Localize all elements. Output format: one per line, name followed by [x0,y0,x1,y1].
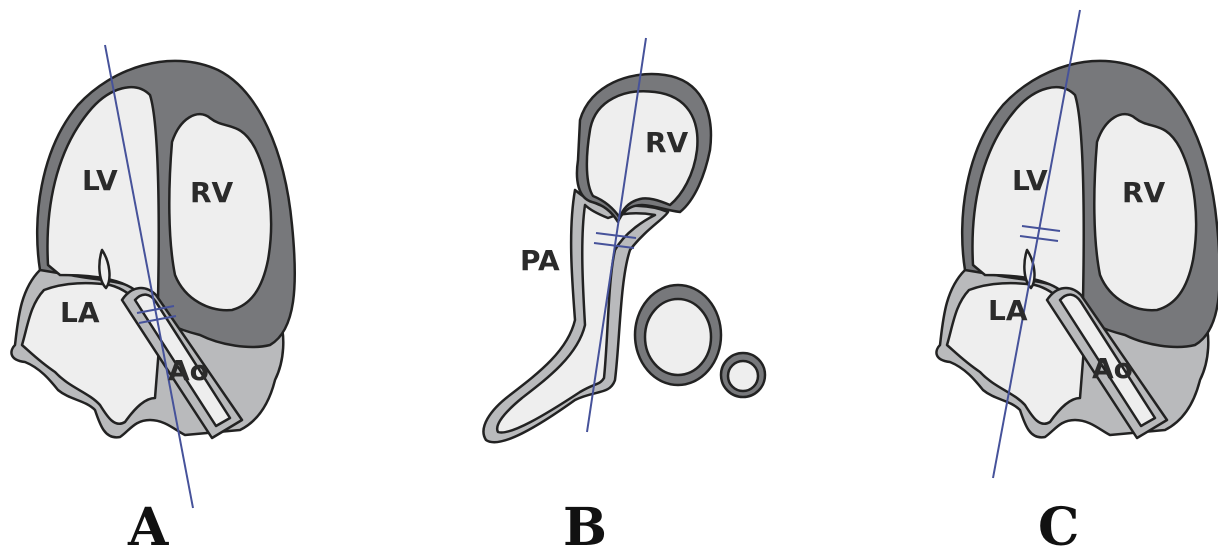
panel-a: LV RV LA Ao A [11,45,294,551]
panel-b: RV PA B [483,38,765,551]
panel-c-label-la: LA [988,294,1028,327]
panel-a-label-lv: LV [82,164,118,197]
panel-a-caption: A [127,497,169,551]
small-vessel-lumen [728,361,758,391]
panel-a-label-la: LA [60,296,100,329]
panel-c-label-rv: RV [1122,176,1166,209]
aortic-root-lumen [645,299,711,375]
panel-b-caption: B [563,497,607,551]
panel-b-label-pa: PA [520,244,560,277]
panel-c-heart [936,61,1218,438]
panel-b-label-rv: RV [645,126,689,159]
panel-c-caption: C [1038,497,1079,551]
panel-a-heart [11,61,294,438]
panel-a-label-ao: Ao [168,354,209,387]
panel-c: LV RV LA Ao C [936,10,1218,551]
panel-c-label-lv: LV [1012,164,1048,197]
panel-a-label-rv: RV [190,176,234,209]
panel-c-label-ao: Ao [1092,352,1133,385]
